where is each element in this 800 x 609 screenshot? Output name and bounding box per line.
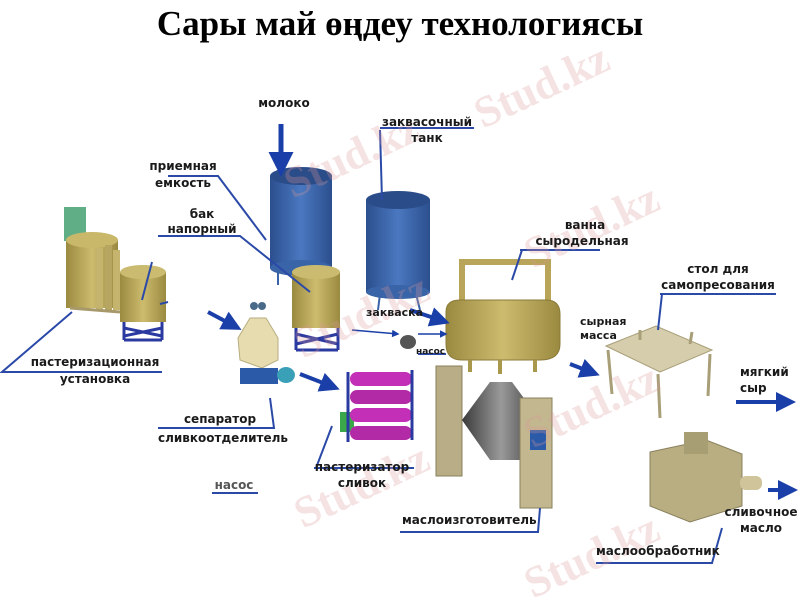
label-press-table-line2: самопресования [661,278,775,292]
label-press-table-line1: стол для [687,262,749,276]
label-curd-mass-line2: масса [580,329,617,342]
label-pasteurization-unit-line2: установка [59,372,131,386]
label-milk: молоко [258,96,310,110]
leader-lines [0,127,776,564]
label-butter-line2: масло [739,521,783,535]
label-cheese-vat-line2: сыродельная [535,234,629,248]
receiving-tank [270,167,332,285]
label-pasteurization-unit-line1: пастеризационная [30,355,160,369]
label-curd-mass-line1: сырная [580,315,627,328]
butter-worker [649,432,762,523]
label-cream-pasteurizer-line1: пастеризатор [314,460,410,474]
label-butter-worker: маслообработник [596,544,720,558]
page-title: Сары май өңдеу технологиясы [156,4,644,43]
cheese-vat [445,259,561,374]
label-cheese-vat-line1: ванна [564,218,606,232]
pump-small [400,335,416,349]
label-receiving-tank-line1: приемная [149,159,217,173]
pressure-tank [292,265,340,352]
label-receiving-tank-line2: емкость [155,176,211,190]
label-starter-tank-line2: танк [411,131,443,145]
pasteurization-unit [64,207,166,342]
label-pump: насос [214,478,254,492]
label-butter-line1: сливочное [724,505,798,519]
label-soft-cheese-line1: мягкий [740,365,789,379]
label-pressure-tank-line1: бак [189,207,215,221]
starter-tank [366,191,430,311]
flow-arrows [207,124,798,500]
self-press-table [604,325,714,419]
label-cream-pasteurizer-line2: сливок [337,476,387,490]
label-pump-small: насос [416,347,446,357]
cream-pasteurizer [340,370,414,442]
label-pressure-tank-line2: напорный [167,222,237,236]
separator [237,302,295,384]
label-separator-line1: сепаратор [183,412,257,426]
butter-churn [435,365,553,509]
label-starter: закваска [366,306,424,319]
label-separator-line2: сливкоотделитель [158,431,288,445]
label-soft-cheese-line2: сыр [740,381,767,395]
label-starter-tank-line1: заквасочный [381,115,473,129]
process-diagram [0,124,798,564]
label-butter-churn: маслоизготовитель [402,513,537,527]
